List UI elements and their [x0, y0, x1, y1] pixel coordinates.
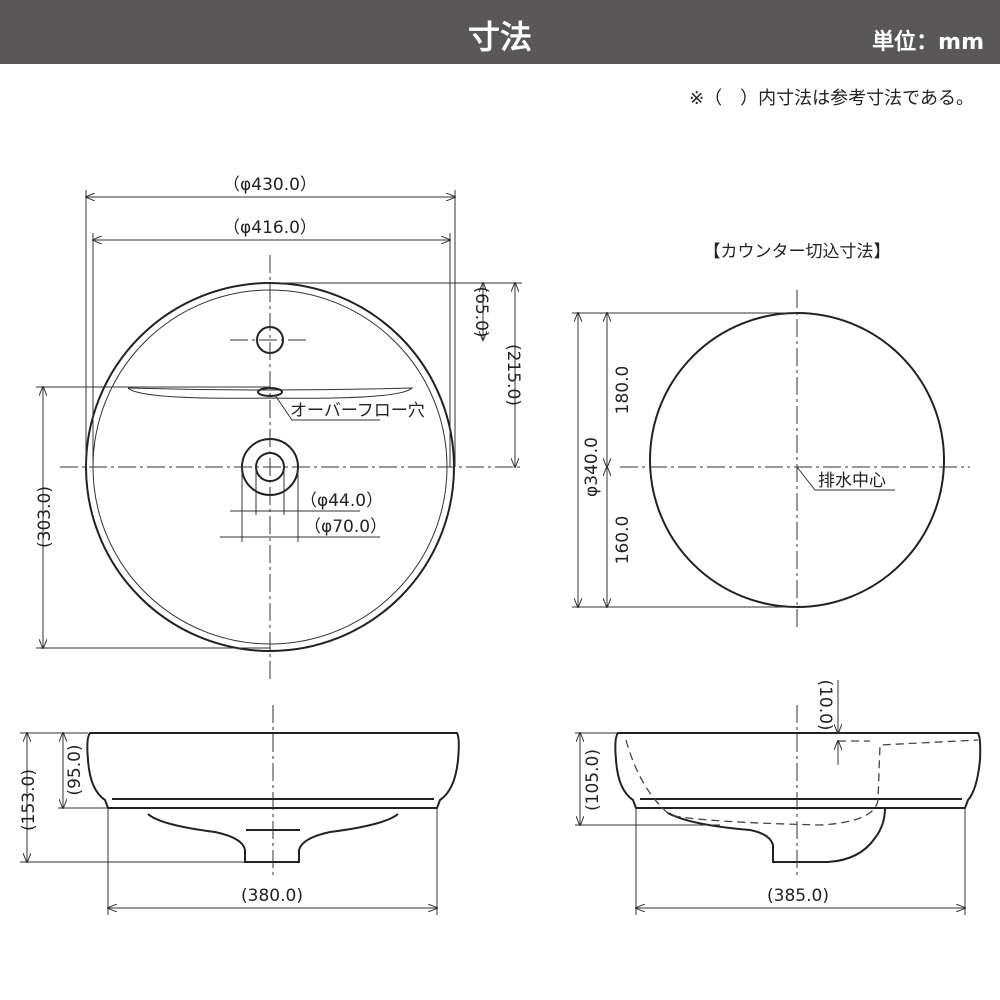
overflow-label: オーバーフロー穴 [290, 401, 425, 421]
dim-215: (215.0) [503, 344, 523, 406]
dim-65: (65.0) [471, 286, 491, 337]
dim-153: (153.0) [19, 769, 39, 831]
dim-phi70: （φ70.0） [304, 517, 387, 537]
reference-note: ※（ ）内寸法は参考寸法である。 [689, 88, 974, 109]
cutout-title: 【カウンター切込寸法】 [704, 242, 891, 262]
header-bar [0, 0, 1000, 64]
drain-center-label: 排水中心 [818, 471, 886, 491]
page-title: 寸法 [467, 18, 532, 56]
dim-385: (385.0) [767, 886, 829, 906]
unit-label: 単位：mm [872, 30, 984, 55]
top-view: （φ430.0） （φ416.0） (65.0) (215.0) (303.0)… [35, 175, 523, 680]
dim-phi44: （φ44.0） [300, 491, 383, 511]
front-view: (153.0) (95.0) (380.0) [19, 705, 460, 915]
dim-phi340: φ340.0 [582, 437, 602, 497]
dim-phi416: （φ416.0） [223, 218, 317, 238]
dim-160: 160.0 [613, 516, 633, 565]
dim-95: (95.0) [65, 744, 85, 795]
dim-380: (380.0) [241, 886, 303, 906]
dim-303: (303.0) [35, 486, 55, 548]
dim-10: (10.0) [815, 679, 835, 730]
side-view: (105.0) (10.0) (385.0) [575, 679, 982, 915]
cutout-view: 【カウンター切込寸法】 φ340.0 180.0 160.0 排水中心 [572, 242, 970, 630]
dim-105: (105.0) [583, 749, 603, 811]
dim-180: 180.0 [613, 366, 633, 415]
dim-phi430: （φ430.0） [223, 175, 317, 195]
